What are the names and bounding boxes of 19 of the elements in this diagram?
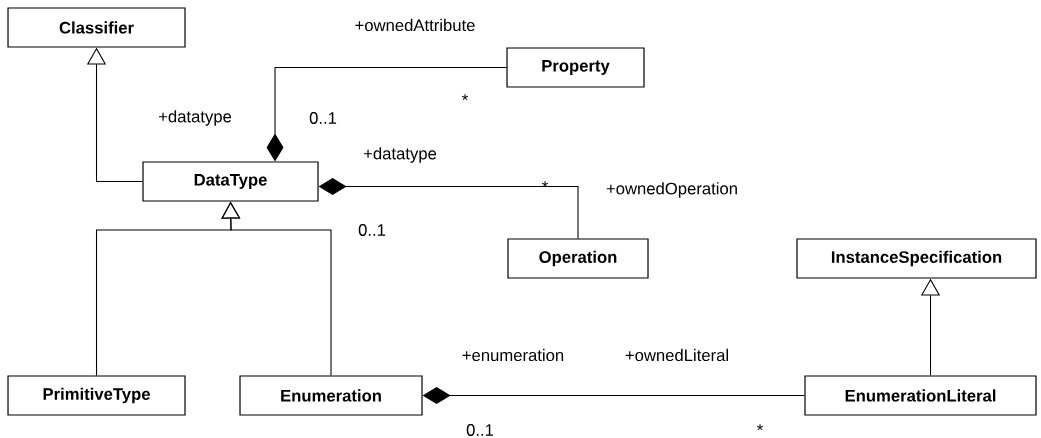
role-label: +ownedAttribute bbox=[355, 18, 475, 32]
class-box: DataType bbox=[142, 161, 319, 202]
role-label: +enumeration bbox=[462, 348, 564, 362]
class-box: Classifier bbox=[7, 7, 186, 48]
class-box: EnumerationLiteral bbox=[804, 375, 1037, 416]
role-label: +ownedOperation bbox=[606, 182, 737, 198]
role-label: +datatype bbox=[364, 147, 437, 163]
multiplicity-label: 0..1 bbox=[309, 112, 337, 124]
class-box: Enumeration bbox=[239, 375, 423, 416]
multiplicity-label: * bbox=[757, 424, 763, 431]
class-box: Property bbox=[506, 47, 645, 88]
role-label: +datatype bbox=[159, 110, 232, 126]
class-box: PrimitiveType bbox=[7, 375, 186, 416]
class-box: Operation bbox=[507, 238, 649, 279]
role-label: +ownedLiteral bbox=[625, 348, 728, 362]
multiplicity-label: * bbox=[462, 94, 468, 101]
multiplicity-label: 0..1 bbox=[466, 424, 494, 436]
multiplicity-label: 0..1 bbox=[358, 224, 386, 236]
class-box: InstanceSpecification bbox=[796, 238, 1037, 279]
